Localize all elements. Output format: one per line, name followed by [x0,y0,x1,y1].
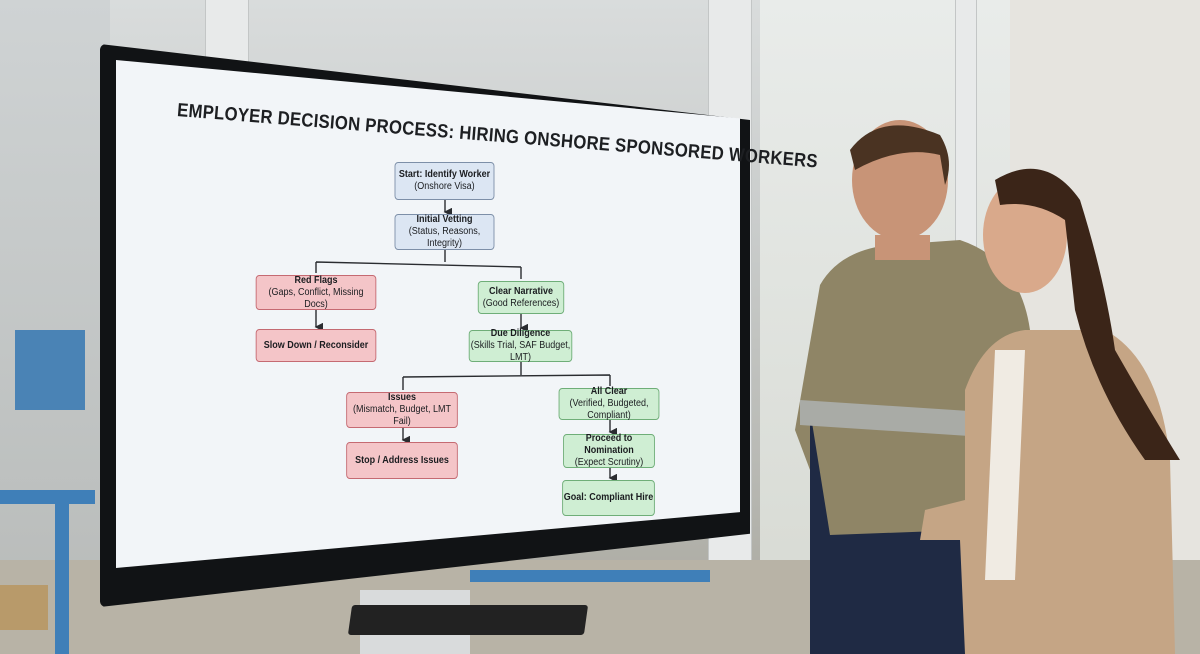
node-label: Due Diligence [490,328,551,339]
node-clear-narrative: Clear Narrative (Good References) [477,281,565,314]
node-label: Initial Vetting [416,214,473,225]
edge [402,362,611,390]
node-label: All Clear [590,386,628,397]
node-sublabel: (Skills Trial, SAF Budget, LMT) [470,340,571,363]
node-all-clear: All Clear (Verified, Budgeted, Compliant… [558,386,660,421]
cardboard-box [0,585,48,630]
node-sublabel: (Status, Reasons, Integrity) [408,226,481,249]
node-label: Clear Narrative [488,285,554,297]
node-stop: Stop / Address Issues [346,442,458,479]
node-red-flags: Red Flags (Gaps, Conflict, Missing Docs) [255,274,377,310]
node-label: Proceed to Nomination [584,433,634,456]
node-goal: Goal: Compliant Hire [562,480,655,516]
node-label: Goal: Compliant Hire [563,492,654,503]
edge [315,250,522,279]
node-label: Stop / Address Issues [355,454,449,466]
node-proceed-nomination: Proceed to Nomination (Expect Scrutiny) [563,433,655,468]
node-sublabel: (Mismatch, Budget, LMT Fail) [352,404,452,427]
node-slow-down: Slow Down / Reconsider [255,329,377,362]
node-sublabel: (Verified, Budgeted, Compliant) [569,398,649,421]
machine [15,330,85,410]
workbench-leg [55,504,69,654]
node-sublabel: (Gaps, Conflict, Missing Docs) [268,286,364,310]
workbench [0,490,95,504]
node-start: Start: Identify Worker (Onshore Visa) [394,162,495,200]
node-label: Red Flags [294,274,338,286]
node-label: Slow Down / Reconsider [263,339,369,351]
woman-in-blazer [920,168,1180,654]
node-label: Issues [387,392,417,403]
node-due-diligence: Due Diligence (Skills Trial, SAF Budget,… [468,328,573,363]
workbench [470,570,710,582]
node-label: Start: Identify Worker [398,169,491,180]
node-issues: Issues (Mismatch, Budget, LMT Fail) [346,392,458,428]
node-initial-vetting: Initial Vetting (Status, Reasons, Integr… [394,214,495,250]
node-sublabel: (Good References) [482,297,560,309]
node-sublabel: (Onshore Visa) [414,181,475,192]
node-sublabel: (Expect Scrutiny) [574,457,644,468]
